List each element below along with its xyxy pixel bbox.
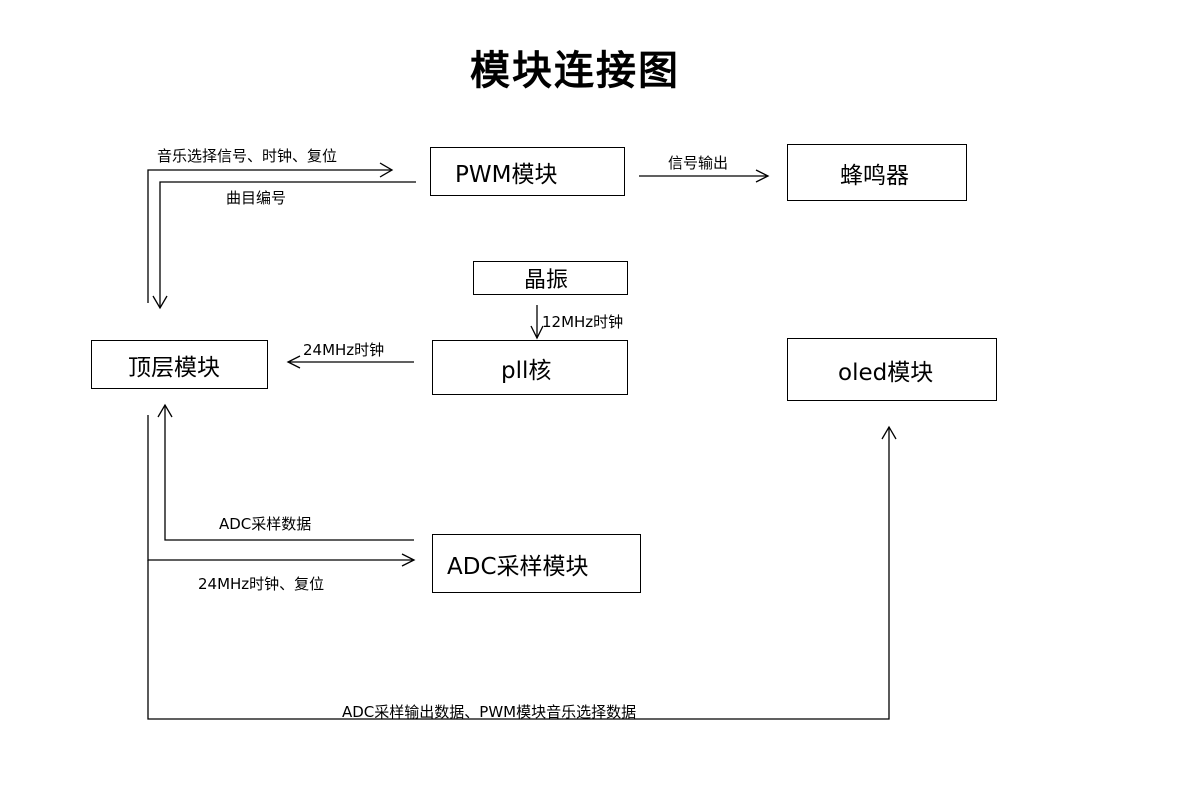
arrowhead-to-adc <box>401 553 416 567</box>
wire-pwm-to-top <box>159 181 416 308</box>
pll-core-box: pll核 <box>432 340 628 395</box>
label-signal-output: 信号输出 <box>668 154 729 172</box>
page-title: 模块连接图 <box>470 48 680 94</box>
oled-module-box: oled模块 <box>787 338 997 401</box>
pwm-module-box: PWM模块 <box>430 147 625 196</box>
arrowhead-to-top-from-adc <box>157 403 173 418</box>
pll-core-label: pll核 <box>501 357 552 384</box>
pwm-module-label: PWM模块 <box>455 161 558 188</box>
buzzer-box: 蜂鸣器 <box>787 144 967 201</box>
adc-module-label: ADC采样模块 <box>447 553 589 580</box>
wire-top-to-pwm <box>147 169 392 303</box>
arrowhead-to-buzzer <box>755 169 770 183</box>
label-song-number: 曲目编号 <box>226 189 287 207</box>
arrowhead-to-pll <box>530 325 544 340</box>
top-module-box: 顶层模块 <box>91 340 268 389</box>
label-clk-24m-reset: 24MHz时钟、复位 <box>198 575 325 593</box>
label-music-select: 音乐选择信号、时钟、复位 <box>157 147 338 165</box>
arrowhead-to-pwm <box>379 162 394 178</box>
adc-module-box: ADC采样模块 <box>432 534 641 593</box>
arrowhead-to-top-from-pwm <box>152 295 168 310</box>
crystal-box: 晶振 <box>473 261 628 295</box>
wire-top-to-oled <box>147 427 890 720</box>
buzzer-label: 蜂鸣器 <box>840 162 909 189</box>
wire-top-to-adc <box>147 415 414 561</box>
label-adc-data: ADC采样数据 <box>219 515 312 533</box>
crystal-label: 晶振 <box>524 268 569 293</box>
oled-module-label: oled模块 <box>838 359 934 386</box>
top-module-label: 顶层模块 <box>128 354 220 381</box>
wire-adc-to-top <box>164 405 414 541</box>
label-oled-data: ADC采样输出数据、PWM模块音乐选择数据 <box>342 703 637 721</box>
arrowhead-to-oled <box>881 425 897 440</box>
arrowhead-to-top-from-pll <box>286 355 301 369</box>
label-clk-12m: 12MHz时钟 <box>542 313 624 331</box>
label-clk-24m: 24MHz时钟 <box>303 341 385 359</box>
